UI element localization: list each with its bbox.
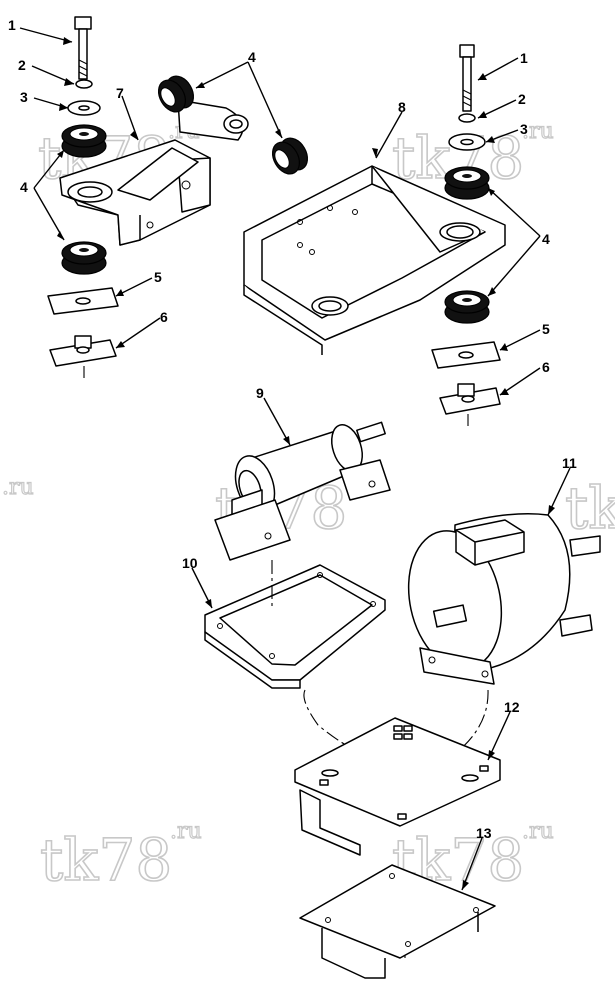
- bottom-plate: [299, 864, 496, 979]
- callout-4: 4: [20, 179, 28, 195]
- callout-5: 5: [542, 321, 550, 337]
- flat-washer: [67, 100, 101, 116]
- rubber-isolator: [444, 166, 490, 200]
- rubber-isolator: [444, 290, 490, 324]
- spacer-plate: [431, 341, 501, 369]
- callout-6: 6: [542, 359, 550, 375]
- electric-motor: [407, 513, 601, 685]
- rubber-isolator: [61, 241, 107, 275]
- rubber-isolator: [61, 124, 107, 158]
- base-plate: [294, 717, 501, 856]
- bolt: [74, 16, 92, 80]
- leader-arrowheads: [57, 37, 555, 890]
- threaded-plate: [439, 383, 501, 415]
- callout-6: 6: [160, 309, 168, 325]
- lock-washer: [458, 113, 476, 123]
- watermark-suffix: .ru: [170, 819, 202, 844]
- engine-bracket: [59, 139, 211, 246]
- watermark-suffix: .ru: [2, 475, 34, 500]
- bolt: [459, 44, 475, 112]
- engine-mount-arm: [157, 75, 309, 175]
- callout-12: 12: [504, 699, 520, 715]
- watermark-text: tk78: [565, 474, 615, 542]
- right-mount-assembly: [431, 44, 501, 426]
- rubber-isolator: [271, 137, 309, 175]
- callout-4: 4: [542, 231, 550, 247]
- spacer-plate: [47, 287, 119, 315]
- callout-5: 5: [154, 269, 162, 285]
- generator-mounting-plate: [204, 564, 386, 689]
- callout-4: 4: [248, 49, 256, 65]
- callout-13: 13: [476, 825, 492, 841]
- callout-1: 1: [8, 17, 16, 33]
- callout-8: 8: [398, 99, 406, 115]
- callout-11: 11: [562, 455, 577, 471]
- callout-7: 7: [116, 85, 124, 101]
- support-tray: [243, 165, 506, 355]
- flat-washer: [448, 133, 486, 151]
- callout-3: 3: [520, 121, 528, 137]
- callout-2: 2: [518, 91, 526, 107]
- callouts: 1 2 3 4 7 4 8 1 2 3 4 5 6 5 6 9 10 11 12…: [8, 17, 577, 841]
- watermark-suffix: .ru: [522, 819, 554, 844]
- callout-10: 10: [182, 555, 198, 571]
- callout-9: 9: [256, 385, 264, 401]
- callout-2: 2: [18, 57, 26, 73]
- watermark-suffix: .ru: [522, 119, 554, 144]
- lock-washer: [75, 79, 93, 89]
- left-mount-assembly: [47, 16, 211, 378]
- watermark-text: tk78: [40, 826, 172, 894]
- callout-1: 1: [520, 50, 528, 66]
- generator: [214, 421, 391, 561]
- callout-3: 3: [20, 89, 28, 105]
- threaded-plate: [49, 335, 117, 367]
- rubber-isolator: [157, 75, 195, 113]
